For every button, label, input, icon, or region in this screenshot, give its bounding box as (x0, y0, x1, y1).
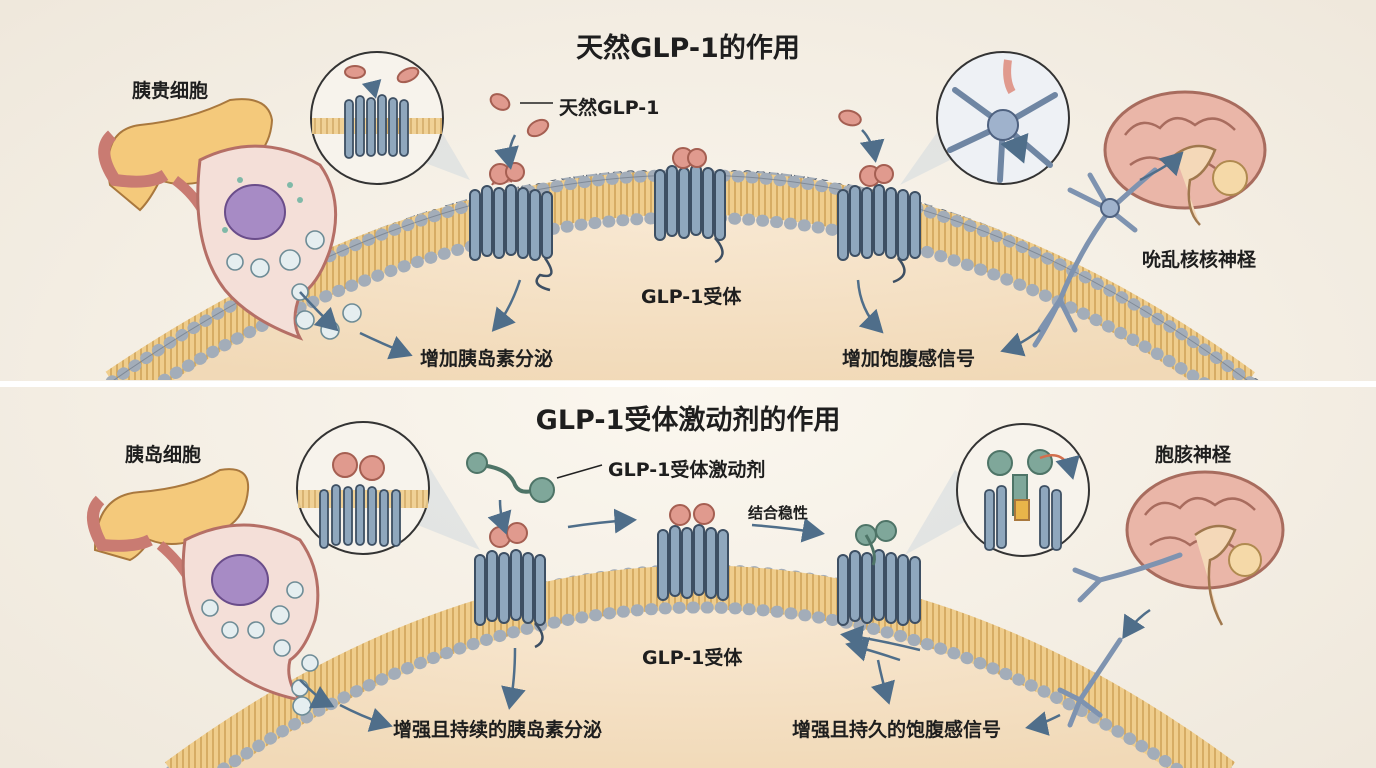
panel-divider (0, 381, 1376, 387)
top-nerve-label: 吮乱核核神柽 (1142, 249, 1257, 271)
beta-cell-top (196, 144, 362, 341)
top-ligand-label: 天然GLP-1 (559, 97, 660, 119)
top-effect-satiety: 增加饱腹感信号 (842, 348, 976, 370)
bottom-stability-label: 结合稳性 (748, 504, 809, 522)
bottom-nerve-label: 胞胲神柽 (1155, 444, 1232, 466)
receptor-top-right (837, 164, 921, 284)
top-panel (98, 51, 1267, 380)
bottom-panel (87, 421, 1285, 768)
receptor-bottom-middle (657, 503, 729, 601)
bottom-ligand-label: GLP-1受体激动剂 (608, 459, 766, 481)
receptor-top-middle (654, 147, 726, 264)
bottom-cell-label: 胰岛细胞 (125, 444, 202, 466)
receptor-bottom-left (474, 522, 546, 649)
receptor-bottom-right (837, 520, 921, 626)
top-title: 天然GLP-1的作用 (576, 33, 800, 64)
top-receptor-label: GLP-1受体 (641, 286, 742, 308)
receptor-top-left (469, 162, 553, 292)
bottom-effect-satiety: 增强且持久的饱腹感信号 (792, 719, 1002, 741)
top-cell-label: 胰贵细胞 (132, 80, 209, 102)
bottom-title: GLP-1受体激动剂的作用 (535, 405, 841, 436)
bottom-receptor-label: GLP-1受体 (642, 647, 743, 669)
bottom-effect-insulin: 增强且持续的胰岛素分泌 (393, 719, 603, 741)
agonist-molecule (466, 452, 555, 503)
nerve-bottom (1057, 552, 1183, 728)
top-effect-insulin: 增加胰岛素分泌 (420, 348, 554, 370)
ligand-free-top (489, 93, 862, 138)
pancreas-bottom (87, 468, 250, 583)
